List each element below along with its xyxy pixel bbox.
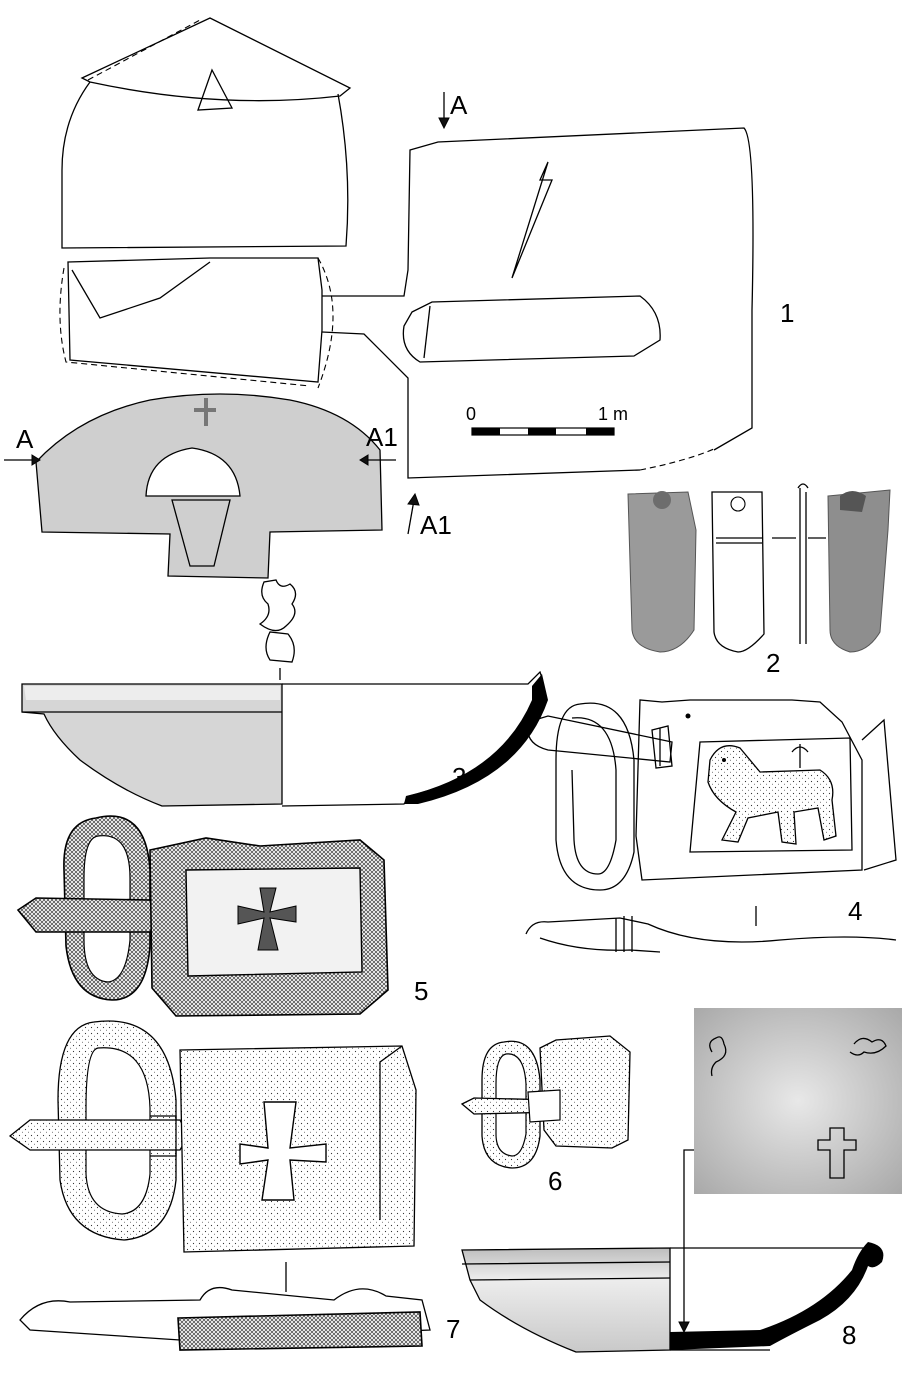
lion-relief	[707, 745, 837, 845]
bowl-stamp-photo	[694, 1008, 902, 1194]
figure-number-7: 7	[446, 1314, 460, 1344]
buckle-5-panel	[185, 867, 363, 977]
buckle-4-profile	[525, 917, 897, 943]
tomb-plan-figure: A 0 1 m A A1 A1 1	[4, 17, 794, 579]
scale-bar-start-label: 0	[466, 404, 476, 424]
knife-outline	[511, 161, 553, 279]
buckle-6-plate	[539, 1035, 631, 1149]
figure-number-3: 3	[452, 762, 466, 792]
bowl-8-section-half	[670, 1247, 872, 1351]
scale-bar: 0 1 m	[466, 404, 628, 436]
bowl-exterior-half	[21, 683, 283, 807]
figure-number-2: 2	[766, 648, 780, 678]
bowl-8-exterior-half	[461, 1247, 671, 1353]
carved-cross-icon	[194, 398, 216, 426]
stamp-motif-right	[849, 1037, 887, 1056]
stamped-bowl-figure: 8	[461, 1008, 902, 1353]
section-opening	[145, 447, 241, 497]
section-label-a1-lower: A1	[420, 510, 452, 540]
bowl-stamp-motif	[258, 579, 297, 632]
strap-end-profile	[797, 483, 809, 644]
buckle-7-profile	[19, 1286, 431, 1341]
pit-outline	[322, 127, 754, 451]
buckle-4-panel	[689, 737, 853, 853]
figure-number-8: 8	[842, 1320, 856, 1350]
strap-end-drawing	[711, 491, 765, 653]
upper-chamber-outline	[61, 81, 349, 249]
pit-stone	[402, 295, 661, 363]
figure-number-4: 4	[848, 896, 862, 926]
buckle-4-plate	[635, 699, 863, 881]
buckle-5-tongue	[16, 897, 164, 933]
figure-number-6: 6	[548, 1166, 562, 1196]
stamp-motif-left	[709, 1036, 727, 1077]
section-label-a1-right: A1	[366, 422, 398, 452]
scale-bar-end-label: 1 m	[598, 404, 628, 424]
section-label-a-top: A	[450, 90, 468, 120]
bowl-figure: 3	[21, 579, 548, 807]
strap-end-photo-front	[627, 491, 697, 653]
strap-end-photo-back	[827, 489, 891, 653]
figure-number-5: 5	[414, 976, 428, 1006]
stamp-cross-icon	[817, 1127, 857, 1179]
buckle-cross-large-figure: 7	[8, 1020, 460, 1351]
lower-chamber-outline	[67, 257, 323, 383]
buckle-7-tongue	[8, 1119, 189, 1151]
buckle-4-loop	[555, 702, 635, 891]
strap-end-figure: 2	[627, 483, 891, 678]
lid-notch	[197, 68, 234, 111]
buckle-7-cross-icon	[239, 1101, 327, 1201]
bowl-section-half	[281, 670, 543, 807]
buckle-4-tongue	[526, 715, 673, 763]
buckle-lion-figure: 4	[525, 699, 897, 953]
buckle-cross-hatched-figure: 5	[16, 815, 428, 1017]
figure-number-1: 1	[780, 298, 794, 328]
buckle-5-cross-icon	[237, 887, 297, 951]
small-buckle-figure: 6	[460, 1035, 631, 1196]
section-label-a-left: A	[16, 424, 34, 454]
lid-stone-top	[80, 17, 352, 102]
